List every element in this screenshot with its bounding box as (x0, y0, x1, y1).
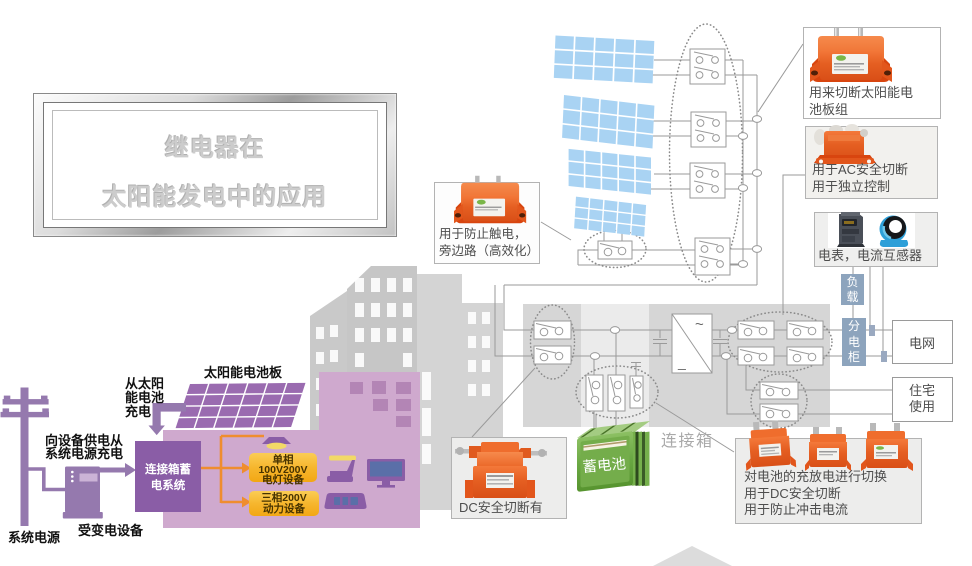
svg-text:蓄电池: 蓄电池 (582, 455, 627, 476)
svg-text:~: ~ (695, 316, 704, 333)
svg-text:_: _ (677, 354, 686, 370)
